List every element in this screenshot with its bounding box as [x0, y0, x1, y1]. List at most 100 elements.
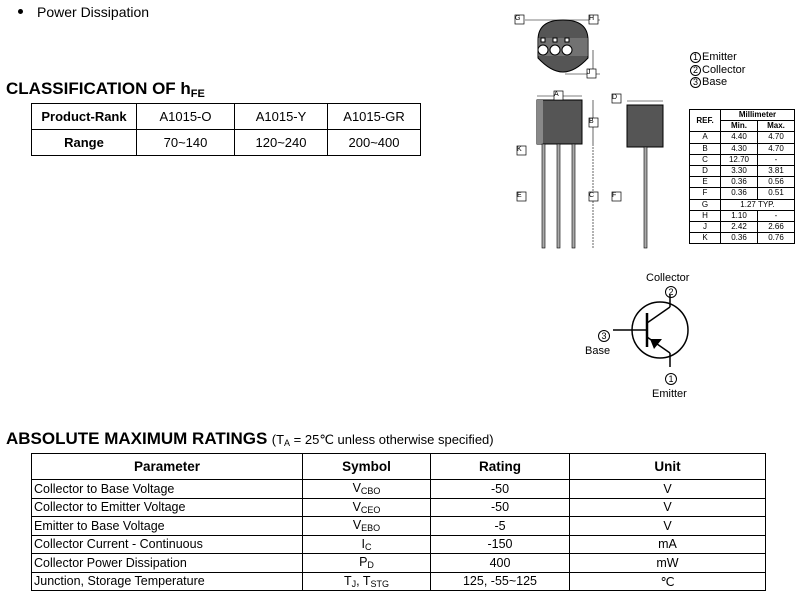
bullet-item: Power Dissipation — [18, 4, 149, 20]
bullet-text: Power Dissipation — [37, 4, 150, 20]
ratings-value: -50 — [430, 479, 570, 499]
ratings-value: -5 — [430, 516, 570, 536]
ratings-header-symbol: Symbol — [302, 453, 431, 480]
ratings-symbol: VCBO — [302, 479, 431, 499]
ratings-title: ABSOLUTE MAXIMUM RATINGS — [6, 429, 268, 448]
label-a: A — [554, 91, 559, 98]
ratings-cond-prefix: (T — [271, 432, 285, 447]
bullet-dot — [18, 8, 23, 14]
dim-ref: B — [689, 142, 721, 155]
dim-ref: C — [689, 153, 721, 166]
label-k: K — [517, 146, 522, 153]
dim-ref: F — [689, 187, 721, 200]
dim-ref: D — [689, 164, 721, 178]
cell-rank-label: Product-Rank — [31, 103, 137, 130]
dim-typ: 1.27 TYP. — [720, 198, 795, 211]
ratings-symbol: TJ, TSTG — [302, 571, 431, 591]
ratings-header-parameter: Parameter — [31, 453, 303, 480]
cell-rank-y: A1015-Y — [234, 103, 328, 130]
dim-ref: J — [689, 220, 721, 234]
ratings-value: -150 — [430, 534, 570, 554]
ratings-condition: (TA = 25℃ unless otherwise specified) — [271, 432, 494, 448]
front-view — [516, 90, 599, 249]
classification-table: Product-Rank A1015-O A1015-Y A1015-GR Ra… — [31, 103, 421, 156]
ratings-parameter: Emitter to Base Voltage — [31, 516, 303, 536]
symbol-letter: V — [352, 481, 361, 496]
symbol-collector-num: 2 — [665, 286, 677, 298]
ratings-parameter: Collector to Emitter Voltage — [31, 497, 303, 517]
symbol-subscript: D — [367, 560, 374, 571]
ratings-symbol: PD — [302, 553, 431, 573]
symbol-letter: T — [343, 573, 352, 588]
label-j: J — [587, 69, 591, 76]
legend-label-emitter: Emitter — [702, 51, 737, 63]
dim-max: 3.81 — [757, 164, 795, 178]
dim-min: 4.30 — [720, 142, 758, 155]
label-c: C — [589, 192, 595, 199]
symbol-subscript: EBO — [361, 523, 381, 534]
dim-ref: H — [689, 209, 721, 222]
label-g: G — [515, 15, 521, 22]
dim-min: 12.70 — [720, 153, 758, 166]
symbol-emitter-num: 1 — [665, 373, 677, 385]
dim-ref: K — [689, 232, 721, 245]
symbol-subscript: C — [364, 541, 372, 552]
ratings-parameter: Collector Power Dissipation — [31, 553, 303, 573]
ratings-symbol: VEBO — [302, 516, 431, 536]
dim-min: 0.36 — [720, 232, 758, 245]
classification-title-sub: FE — [190, 88, 205, 100]
cell-rank-gr: A1015-GR — [327, 103, 421, 130]
package-outline-drawing — [514, 14, 664, 249]
cell-range-label: Range — [31, 129, 137, 156]
ratings-symbol: IC — [302, 534, 431, 554]
dim-max: 4.70 — [757, 142, 795, 155]
pin-num-3: 3 — [565, 46, 569, 53]
dim-ref: G — [689, 198, 721, 211]
dim-ref: A — [689, 131, 721, 144]
symbol-letter: V — [352, 499, 361, 514]
ratings-unit: mW — [569, 553, 766, 573]
dim-max: 0.76 — [757, 232, 795, 245]
symbol-letter: I — [361, 536, 365, 551]
symbol-letter: P — [359, 555, 368, 570]
top-view — [514, 14, 600, 79]
ratings-unit: ℃ — [569, 571, 766, 591]
symbol-subscript: CBO — [360, 486, 381, 497]
ratings-heading: ABSOLUTE MAXIMUM RATINGS (TA = 25℃ unles… — [6, 429, 494, 449]
dim-max: 2.66 — [757, 220, 795, 234]
ratings-value: 400 — [430, 553, 570, 573]
legend-num-2: 2 — [690, 64, 701, 76]
cell-range-y: 120~240 — [234, 129, 328, 156]
classification-title-text: CLASSIFICATION OF h — [6, 79, 191, 98]
ratings-parameter: Collector to Base Voltage — [31, 479, 303, 499]
cell-rank-o: A1015-O — [136, 103, 235, 130]
dim-min: 0.36 — [720, 187, 758, 200]
label-e: E — [517, 192, 522, 199]
pin-num-2: 2 — [553, 46, 557, 53]
ratings-unit: mA — [569, 534, 766, 554]
legend-label-base: Base — [702, 76, 728, 88]
symbol-letter: V — [352, 518, 362, 533]
dim-unit-header: Millimeter — [720, 108, 795, 122]
cell-range-o: 70~140 — [136, 129, 235, 156]
symbol-subscript: CEO — [360, 504, 381, 515]
dim-min: 4.40 — [720, 131, 758, 144]
ratings-value: -50 — [430, 497, 570, 517]
symbol-emitter-label: Emitter — [652, 388, 687, 400]
